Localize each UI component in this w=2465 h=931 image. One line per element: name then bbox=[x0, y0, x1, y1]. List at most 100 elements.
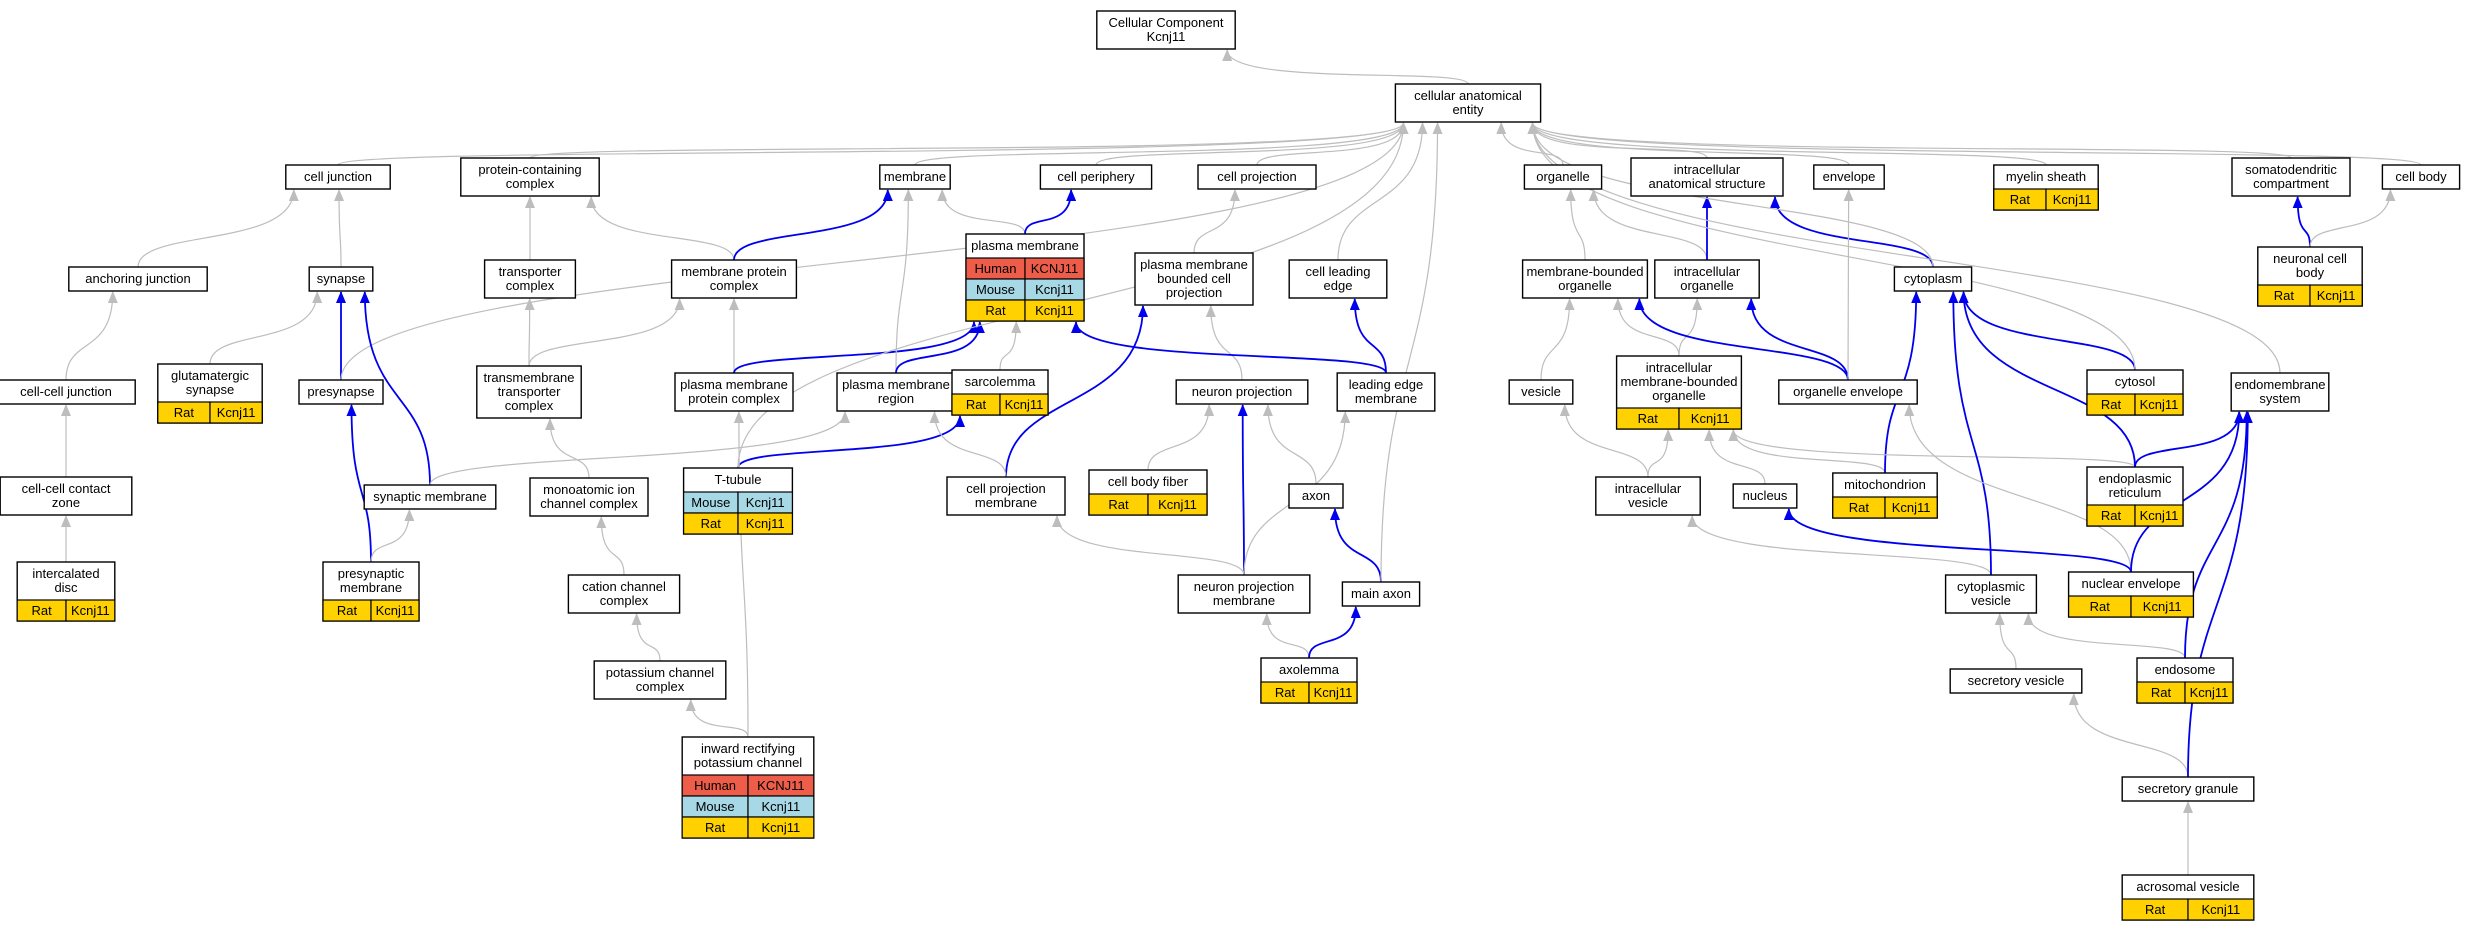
species-name: Rat bbox=[2145, 902, 2166, 917]
node-label: Cellular Component bbox=[1109, 15, 1224, 30]
edge-cytoplasm-cae bbox=[1527, 122, 1934, 268]
node-box bbox=[2230, 372, 2330, 412]
node-label: projection bbox=[1166, 285, 1222, 300]
node-cellperiphery[interactable]: cell periphery bbox=[1039, 164, 1153, 190]
node-cellbody[interactable]: cell body bbox=[2381, 164, 2461, 190]
node-secretoryvesicle[interactable]: secretory vesicle bbox=[1949, 668, 2083, 694]
node-label: cell-cell junction bbox=[20, 384, 112, 399]
node-membrane[interactable]: membrane bbox=[879, 164, 951, 190]
node-label: plasma membrane bbox=[842, 377, 950, 392]
node-label: bounded cell bbox=[1157, 271, 1231, 286]
node-organelleenvelope[interactable]: organelle envelope bbox=[1778, 379, 1918, 405]
gene-cell bbox=[747, 816, 815, 839]
node-box bbox=[1288, 483, 1344, 509]
node-intramembboundedorg[interactable]: intracellularmembrane-boundedorganelleRa… bbox=[1615, 355, 1743, 430]
node-label: axolemma bbox=[1279, 662, 1340, 677]
node-axon[interactable]: axon bbox=[1288, 483, 1344, 509]
node-synapticmembrane[interactable]: synaptic membrane bbox=[363, 484, 497, 510]
gene-symbol: Kcnj11 bbox=[762, 799, 801, 814]
node-box bbox=[483, 259, 577, 299]
node-box bbox=[1944, 574, 2038, 614]
node-celljunction2[interactable]: cell-cell junction bbox=[0, 379, 136, 405]
node-label: cell-cell contact bbox=[22, 481, 111, 496]
node-label: somatodendritic bbox=[2245, 162, 2337, 177]
node-nucleus[interactable]: nucleus bbox=[1732, 483, 1798, 509]
node-celljunction[interactable]: cell junction bbox=[285, 164, 391, 190]
node-box bbox=[1288, 259, 1388, 299]
edge-ttubule-sarcolemma bbox=[737, 415, 965, 469]
edge-cationchannel-monoatomic bbox=[596, 516, 625, 576]
node-label: complex bbox=[506, 176, 555, 191]
gene-cell bbox=[2134, 393, 2184, 416]
node-vesicle[interactable]: vesicle bbox=[1508, 379, 1574, 405]
gene-symbol: Kcnj11 bbox=[2190, 685, 2229, 700]
edge-membrane-cae bbox=[914, 122, 1409, 166]
node-cellprojection[interactable]: cell projection bbox=[1197, 164, 1317, 190]
edge-er-endomembrane bbox=[2134, 411, 2245, 468]
gene-symbol: Kcnj11 bbox=[1035, 282, 1074, 297]
node-secretorygranule[interactable]: secretory granule bbox=[2121, 776, 2255, 802]
node-box bbox=[476, 365, 582, 419]
edge-cytoplasm-intracellularanat bbox=[1770, 196, 1934, 268]
gene-symbol: Kcnj11 bbox=[217, 405, 256, 420]
species-name: Rat bbox=[1638, 411, 1659, 426]
edge-mitochondrion-intramembboundedorg bbox=[1728, 429, 1886, 474]
node-mainaxon[interactable]: main axon bbox=[1341, 581, 1421, 607]
node-box bbox=[1197, 164, 1317, 190]
node-box bbox=[460, 157, 600, 197]
node-label: membrane bbox=[975, 495, 1037, 510]
node-cytoplasm[interactable]: cytoplasm bbox=[1893, 266, 1973, 292]
node-envelope[interactable]: envelope bbox=[1813, 164, 1885, 190]
node-neuronprojection[interactable]: neuron projection bbox=[1175, 379, 1309, 405]
node-presynapse[interactable]: presynapse bbox=[298, 379, 384, 405]
node-organelle[interactable]: organelle bbox=[1523, 164, 1603, 190]
edge-intracellularvesicle-vesicle bbox=[1559, 404, 1649, 478]
node-anchoringjunction[interactable]: anchoring junction bbox=[68, 266, 208, 292]
node-synapse[interactable]: synapse bbox=[308, 266, 374, 292]
